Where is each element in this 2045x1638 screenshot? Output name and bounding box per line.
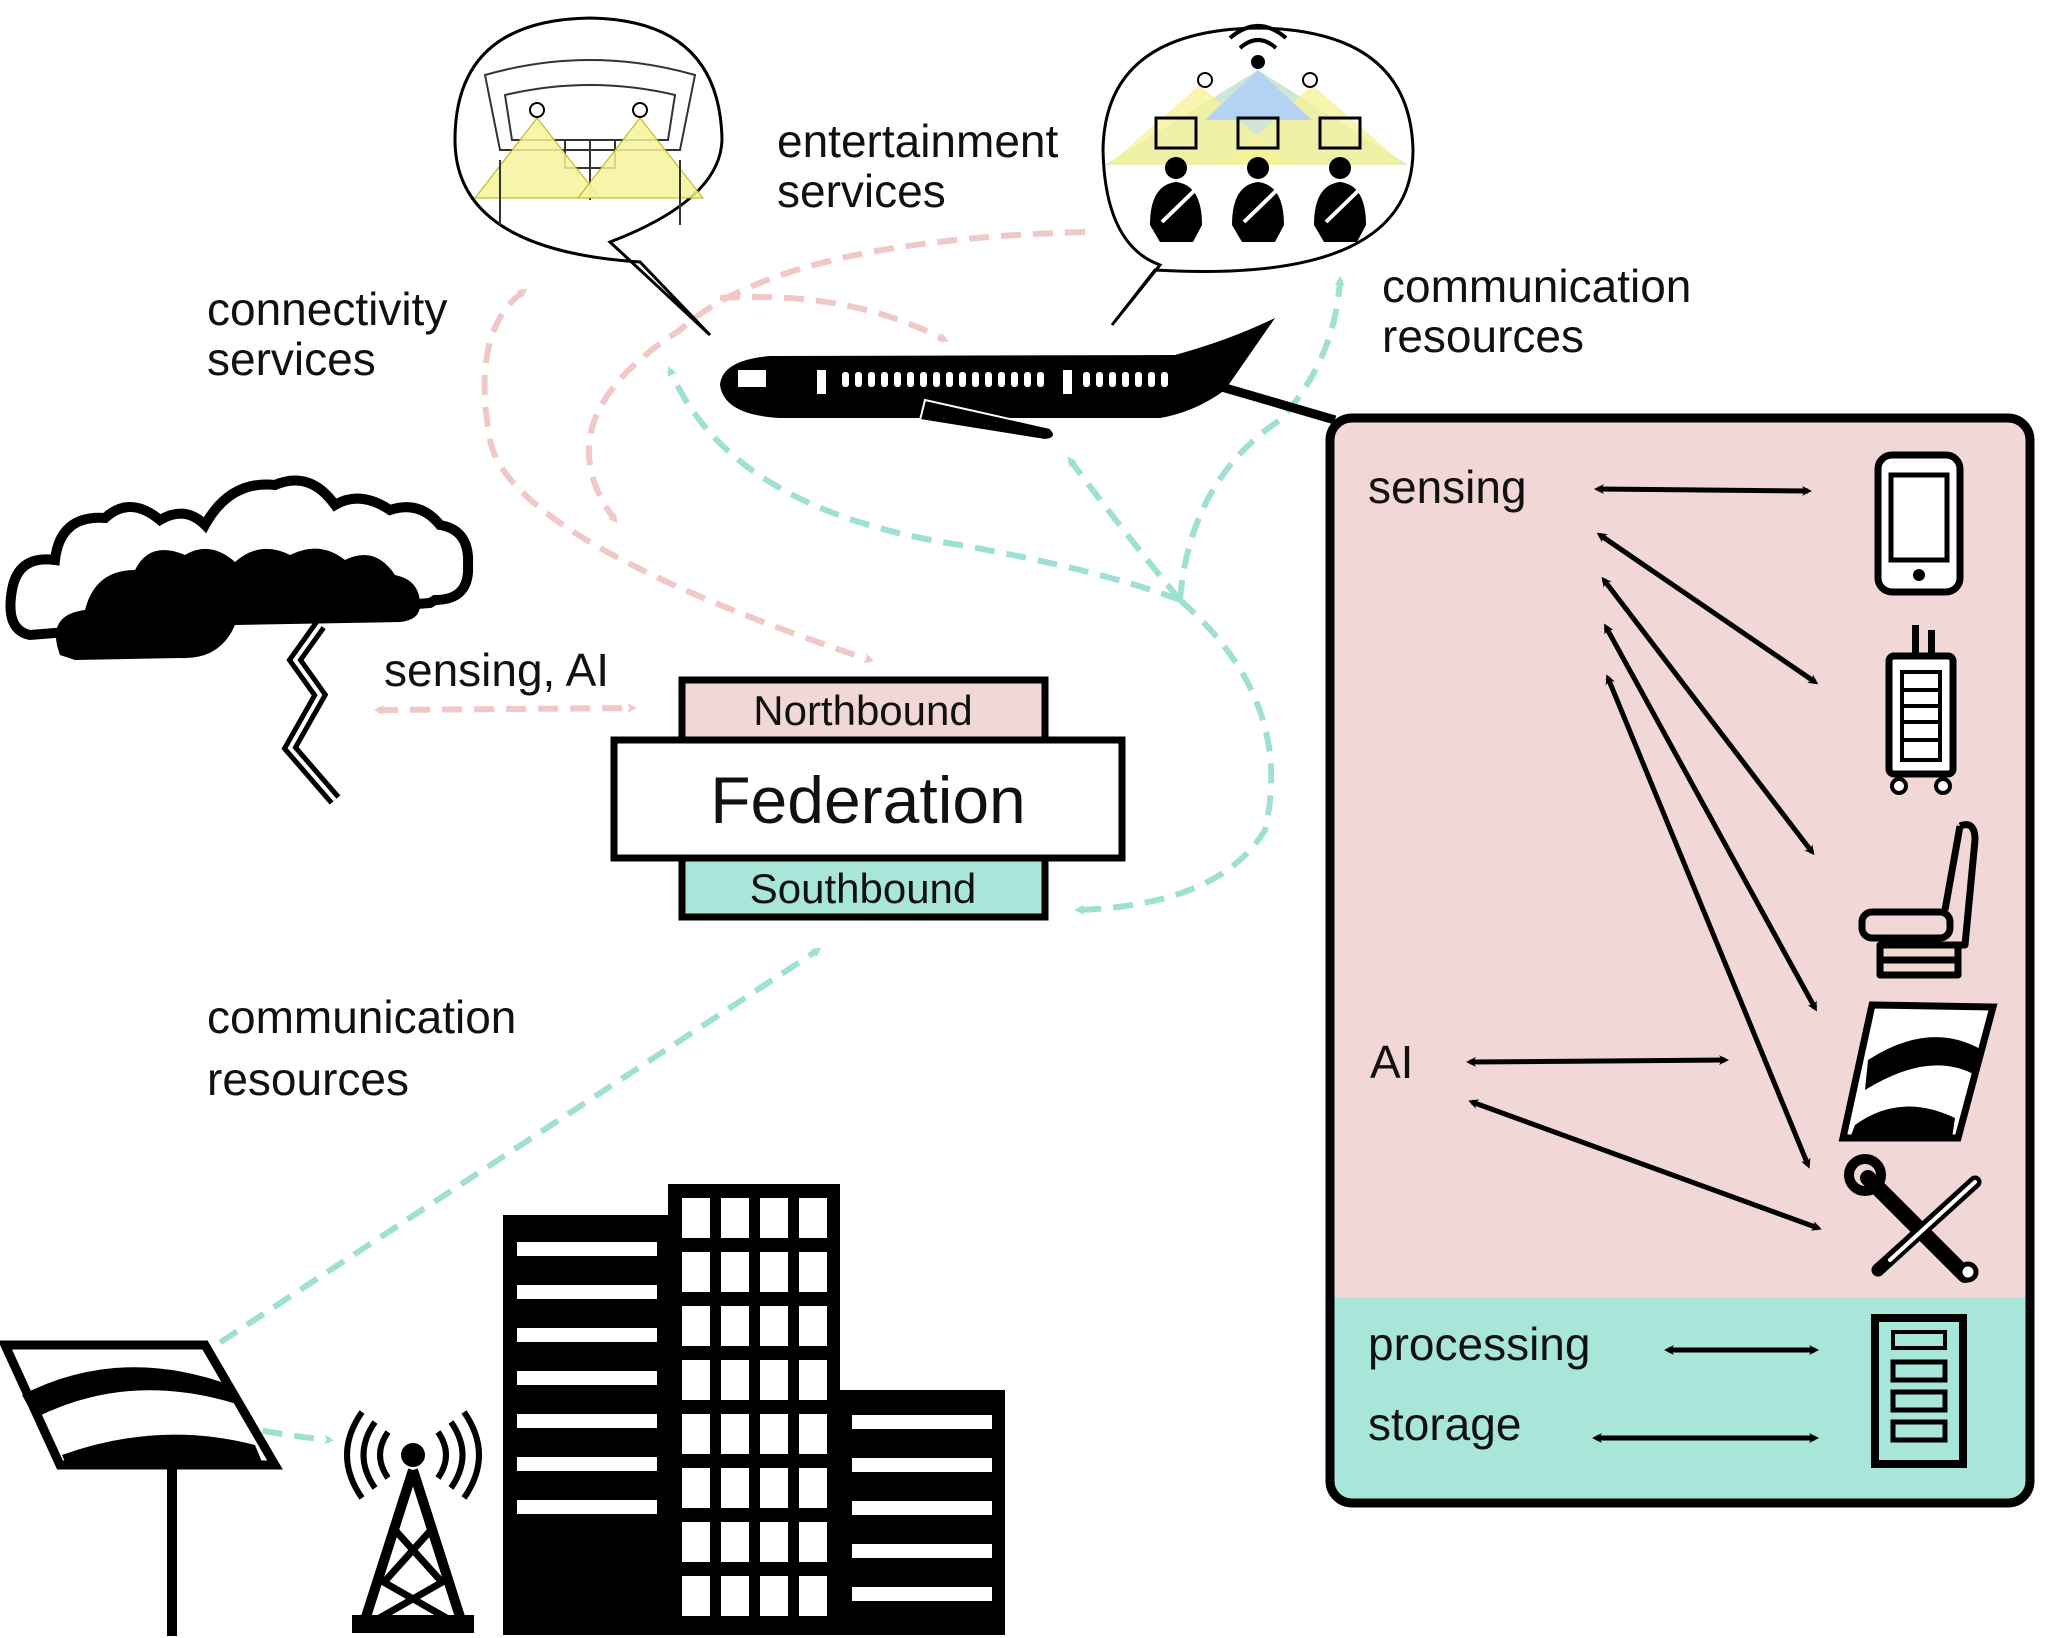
entertainment-label-line2: services bbox=[777, 165, 946, 217]
tools-icon bbox=[1844, 1154, 1982, 1283]
cabin-comm-arrow bbox=[1177, 276, 1345, 601]
comm-top-label-line2: resources bbox=[1382, 310, 1584, 362]
sensing-ai-arrow bbox=[374, 703, 637, 715]
connectivity-arrow bbox=[481, 288, 874, 663]
passenger-cabin-icon bbox=[1101, 24, 1415, 326]
ai-panel-arrow bbox=[1466, 1055, 1729, 1067]
northbound-label: Northbound bbox=[753, 687, 973, 734]
radio-tower-icon bbox=[344, 1410, 482, 1633]
connectivity-label-line1: connectivity bbox=[207, 283, 447, 335]
comm-bottom-label-line2: resources bbox=[207, 1053, 409, 1105]
storage-label: storage bbox=[1368, 1398, 1521, 1450]
buildings-icon bbox=[503, 1184, 1005, 1635]
sensing-label: sensing bbox=[1368, 461, 1527, 513]
entertainment-arrow bbox=[585, 229, 1086, 524]
satellite-panel-icon bbox=[1838, 1001, 1998, 1142]
storm-cloud-icon bbox=[5, 475, 474, 660]
building-windows bbox=[682, 1198, 827, 1616]
entertainment-label-line1: entertainment bbox=[777, 115, 1058, 167]
ai-label: AI bbox=[1370, 1036, 1413, 1088]
server-icon bbox=[1871, 1314, 1967, 1468]
federation-title: Federation bbox=[710, 763, 1026, 837]
southbound-label: Southbound bbox=[750, 865, 977, 912]
ai-tools-arrow bbox=[1468, 1099, 1822, 1231]
cabin-view-icon bbox=[453, 16, 724, 337]
sensing-ai-label: sensing, AI bbox=[384, 644, 609, 696]
ground-comm-arrow bbox=[138, 947, 822, 1398]
processing-label: processing bbox=[1368, 1318, 1590, 1370]
sensing-tools-arrow bbox=[1605, 674, 1811, 1169]
airplane-comm-arrow bbox=[1067, 456, 1183, 602]
teal-dashed-arrows bbox=[138, 276, 1345, 1445]
plane-entertainment-arrow bbox=[719, 293, 949, 343]
lightning-highlight bbox=[287, 623, 337, 802]
resource-panel: sensing AI processing storage bbox=[1325, 413, 2035, 1508]
comm-top-label-line1: communication bbox=[1382, 260, 1691, 312]
satellite-dish-icon bbox=[0, 1340, 283, 1636]
plane-comm-arrow bbox=[667, 366, 1182, 603]
connectivity-label-line2: services bbox=[207, 333, 376, 385]
federation-block: Northbound Federation Southbound bbox=[610, 676, 1126, 921]
sensing-phone-arrow bbox=[1594, 484, 1812, 496]
panel-arrows bbox=[1466, 484, 1822, 1443]
smartphone-icon bbox=[1874, 451, 1964, 596]
airplane-icon bbox=[720, 318, 1337, 442]
pink-dashed-arrows bbox=[374, 229, 1086, 715]
service-trolley-icon bbox=[1885, 625, 1957, 795]
comm-bottom-label-line1: communication bbox=[207, 991, 516, 1043]
dish-tower-arrow bbox=[138, 1392, 334, 1445]
seat-icon bbox=[1858, 821, 1979, 979]
southbound-comm-arrow bbox=[1074, 597, 1275, 915]
